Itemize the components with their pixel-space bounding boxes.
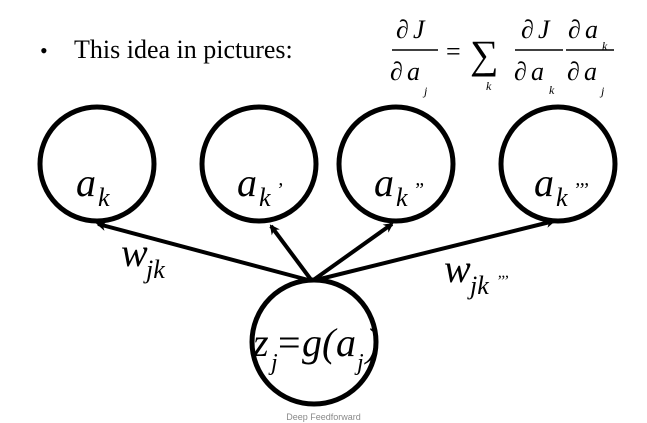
label-a-k1-sub: k [259,183,271,212]
nodes [37,104,618,407]
summation-sub-k: k [486,79,492,93]
label-a-k3-prime: ’’’ [573,179,589,201]
frac1-denominator-sub-k: k [549,83,555,97]
edge-to-a-k-double-prime [310,222,394,283]
frac1-numerator-partial: ∂ [521,15,534,44]
frac2-numerator-partial: ∂ [568,15,581,44]
slide-footer: Deep Feedforward [286,412,361,422]
frac1-denominator-a: a [531,57,544,86]
equals-sign: = [446,37,461,66]
lhs-denominator-a: a [407,57,420,86]
label-z-sub-j: j [268,350,278,376]
node-a-k-triple-prime [498,104,618,224]
weight-w-jk3: w [444,246,471,291]
lhs-denominator-partial: ∂ [390,57,403,86]
label-close-paren: ) [364,320,379,365]
lhs-denominator-sub-j: j [422,84,428,98]
chain-rule-equation: ∂ J ∂ a j = ∑ k ∂ J ∂ a k ∂ a k ∂ a j [390,15,614,98]
label-a: a [336,320,356,365]
node-a-k-double-prime [336,104,456,224]
label-equals: = [278,320,301,365]
label-a-k3-sub: k [556,183,568,212]
frac2-numerator-a: a [585,15,598,44]
label-g-open: g( [302,320,338,365]
label-a-k2-sub: k [396,183,408,212]
label-a-k2-var: a [374,160,394,205]
label-a-k1-var: a [237,160,257,205]
label-a-sub-j: j [354,350,364,376]
lhs-numerator-J: J [413,15,426,44]
label-z: z [252,320,269,365]
edge-to-a-k-triple-prime [311,218,556,283]
weight-w-jk3-prime: ’’’ [496,273,508,290]
weight-w-jk-sub: jk [143,255,165,284]
frac2-denominator-partial: ∂ [567,57,580,86]
frac1-denominator-partial: ∂ [514,57,527,86]
label-a-k1-prime: ’ [276,179,283,201]
bullet-text: This idea in pictures: [74,35,293,64]
edge-to-a-k [96,221,313,283]
weight-w-jk3-sub: jk [467,271,489,300]
label-a-k-sub: k [98,183,110,212]
label-a-k2-prime: ” [413,179,424,201]
frac2-denominator-a: a [584,57,597,86]
label-a-k-var: a [76,160,96,205]
node-a-k-prime [199,104,319,224]
edges [96,218,556,283]
node-a-k [37,104,157,224]
frac2-denominator-sub-j: j [599,84,605,98]
node-z-j [249,277,379,407]
weight-w-jk: w [121,230,148,275]
frac1-numerator-J: J [538,15,551,44]
label-a-k3-var: a [534,160,554,205]
lhs-numerator-partial: ∂ [396,15,409,44]
bullet-point: • [40,38,48,63]
frac2-numerator-sub-k: k [602,39,608,53]
summation-sign: ∑ [470,32,499,77]
edge-to-a-k-prime [269,224,314,283]
